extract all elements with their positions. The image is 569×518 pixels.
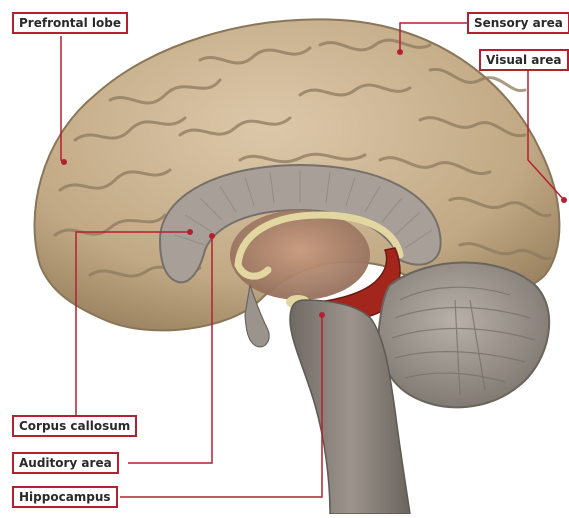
sensory-area-leader <box>400 23 468 52</box>
corpus-callosum-leader <box>76 232 190 416</box>
label-visual-area: Visual area <box>479 49 569 71</box>
label-auditory-area: Auditory area <box>12 452 119 474</box>
label-sensory-area: Sensory area <box>467 12 569 34</box>
hippocampus-dot <box>319 312 325 318</box>
auditory-area-leader <box>128 236 212 463</box>
label-corpus-callosum: Corpus callosum <box>12 415 137 437</box>
corpus-callosum-dot <box>187 229 193 235</box>
visual-area-dot <box>561 197 567 203</box>
hippocampus-leader <box>120 315 322 497</box>
prefrontal-lobe-leader <box>61 36 64 162</box>
visual-area-leader <box>528 70 564 200</box>
prefrontal-lobe-dot <box>61 159 67 165</box>
auditory-area-dot <box>209 233 215 239</box>
label-prefrontal-lobe: Prefrontal lobe <box>12 12 128 34</box>
label-hippocampus: Hippocampus <box>12 486 118 508</box>
sensory-area-dot <box>397 49 403 55</box>
